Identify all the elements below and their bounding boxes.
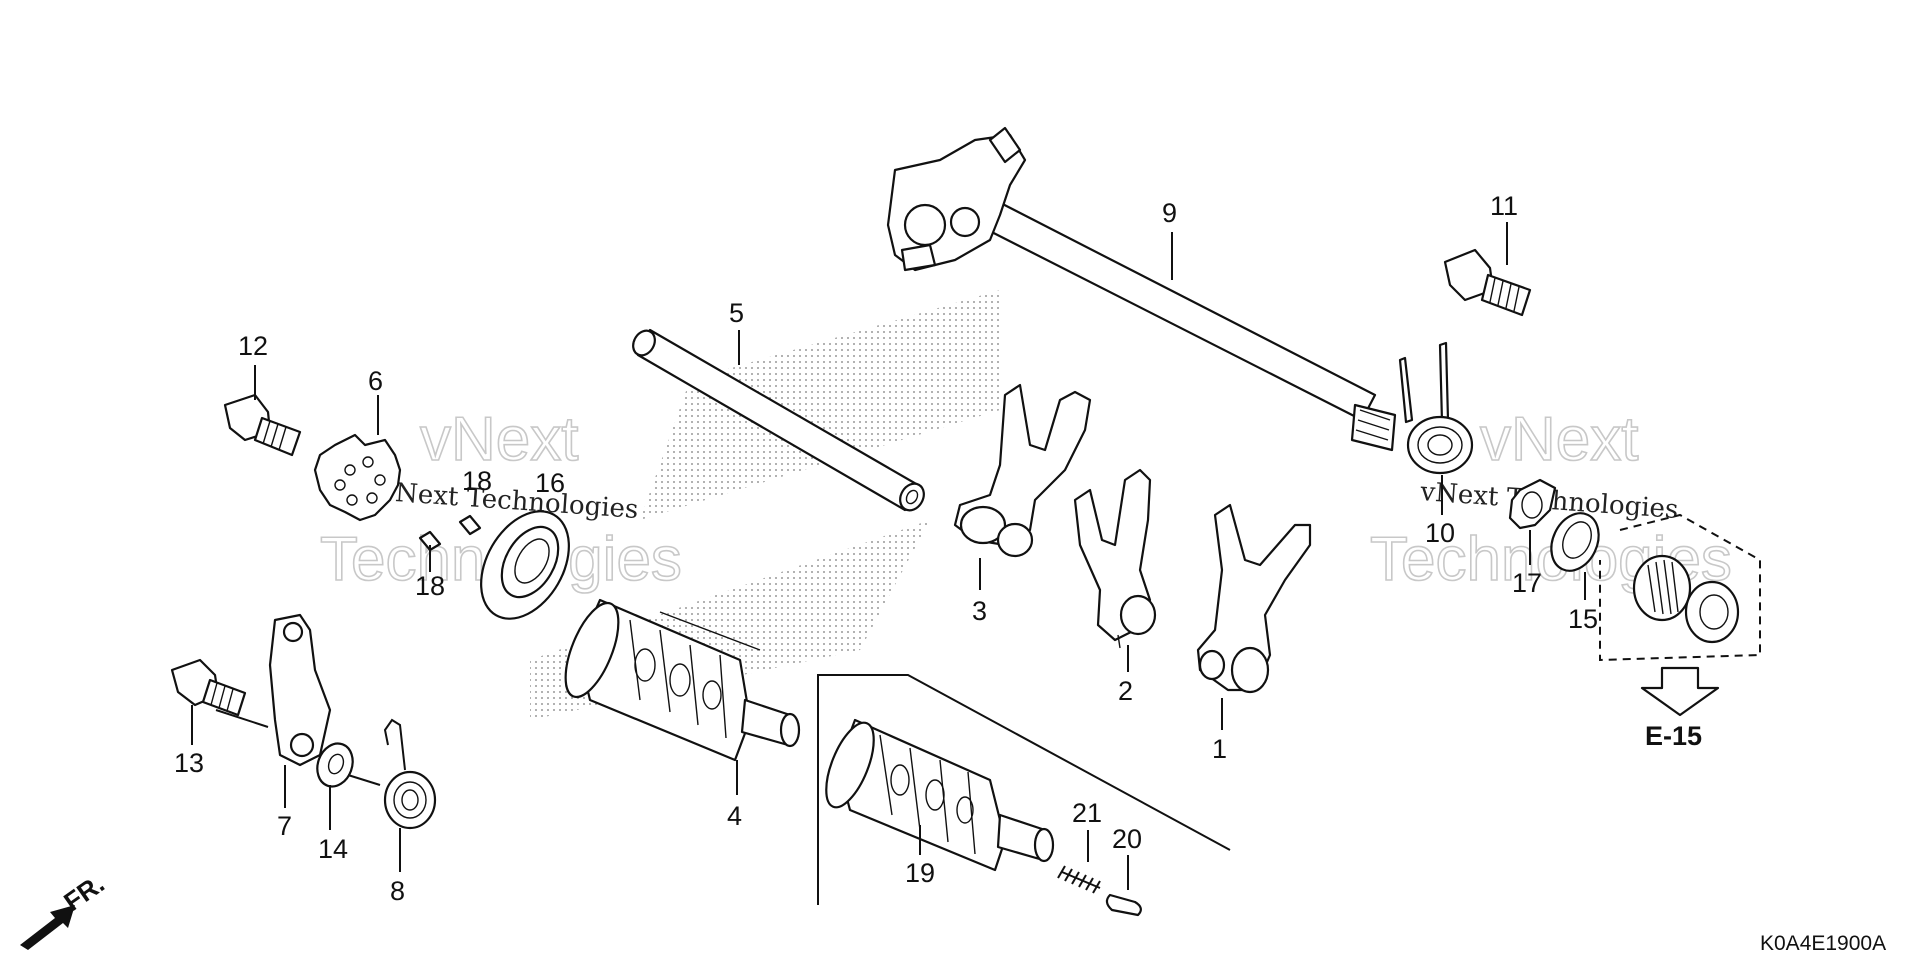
label-1: 1 — [1212, 734, 1227, 764]
stopper-spring-8[interactable] — [383, 718, 437, 830]
label-3: 3 — [972, 596, 987, 626]
shift-fork-3[interactable] — [953, 383, 1092, 558]
label-2: 2 — [1118, 676, 1133, 706]
dowel-pin-18-lower[interactable] — [418, 530, 442, 552]
stopper-arm-7[interactable] — [268, 613, 332, 767]
label-6: 6 — [368, 366, 383, 396]
inset-frame — [817, 674, 1231, 905]
label-18-upper: 18 — [462, 466, 492, 496]
shift-drum-19[interactable] — [816, 717, 1055, 872]
fork-shaft-5[interactable] — [629, 327, 929, 515]
reference-e15-label[interactable]: E-15 — [1645, 721, 1702, 751]
dowel-pin-18-upper[interactable] — [458, 514, 482, 536]
diagram-code: K0A4E1900A — [1760, 932, 1886, 955]
washer-15[interactable] — [1542, 506, 1607, 579]
svg-text:vNext: vNext — [420, 405, 578, 474]
svg-text:vNext: vNext — [1480, 405, 1638, 474]
label-20: 20 — [1112, 824, 1142, 854]
label-15: 15 — [1568, 604, 1598, 634]
label-19: 19 — [905, 858, 935, 888]
shift-fork-2[interactable] — [1073, 468, 1157, 649]
label-12: 12 — [238, 331, 268, 361]
shift-drum-4[interactable] — [555, 596, 801, 762]
spring-21[interactable] — [1057, 865, 1101, 894]
shift-spindle-9[interactable] — [886, 126, 1397, 452]
label-5: 5 — [729, 298, 744, 328]
svg-text:vNext Technologies: vNext Technologies — [379, 477, 640, 525]
front-direction-arrow-icon: FR. — [20, 868, 110, 950]
label-17: 17 — [1512, 568, 1542, 598]
label-14: 14 — [318, 834, 348, 864]
shading-band-upper — [640, 290, 1000, 520]
label-7: 7 — [277, 811, 292, 841]
label-16: 16 — [535, 468, 565, 498]
label-9: 9 — [1162, 198, 1177, 228]
leader-lines — [191, 222, 1586, 890]
label-10: 10 — [1425, 518, 1455, 548]
shift-fork-1[interactable] — [1196, 503, 1312, 694]
bolt-11[interactable] — [1443, 248, 1532, 317]
pin-20[interactable] — [1105, 893, 1142, 917]
circlip-17[interactable] — [1508, 478, 1557, 530]
label-4: 4 — [727, 801, 742, 831]
label-11: 11 — [1490, 191, 1518, 221]
bolt-12[interactable] — [223, 393, 302, 457]
label-13: 13 — [174, 748, 204, 778]
bearing-16[interactable] — [463, 496, 587, 634]
label-18: 18 — [415, 571, 445, 601]
label-21: 21 — [1072, 798, 1102, 828]
part-labels: 9 5 11 12 6 18 16 18 3 2 1 4 10 17 15 13… — [174, 191, 1598, 906]
label-8: 8 — [390, 876, 405, 906]
drum-star-plate-6[interactable] — [313, 433, 402, 522]
reference-group-e15[interactable] — [1599, 513, 1761, 717]
return-spring-10[interactable] — [1398, 341, 1474, 475]
bolt-13[interactable] — [170, 658, 247, 717]
washer-14[interactable] — [312, 739, 359, 792]
